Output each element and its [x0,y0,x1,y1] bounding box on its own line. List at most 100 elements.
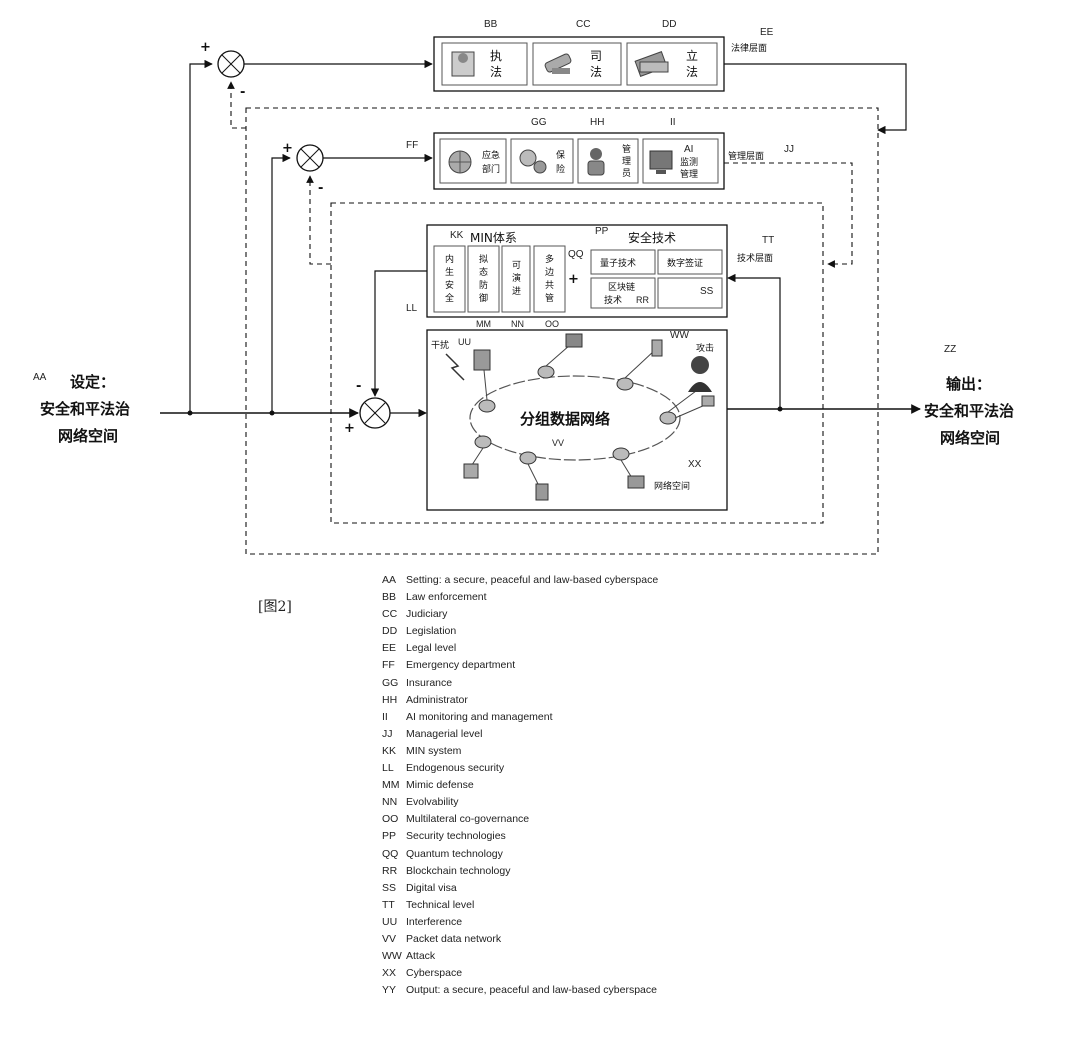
quantum-tech-label: 量子技术 [600,257,636,269]
output-line-1: 安全和平法治 [924,402,1014,420]
legend-code: CC [382,606,406,623]
code-vv: VV [552,438,564,448]
legend-item: YYOutput: a secure, peaceful and law-bas… [382,982,658,999]
management-output-line [724,163,852,264]
output-tap-line [728,278,780,409]
legend-item: JJManagerial level [382,726,658,743]
cyberspace-label: 网络空间 [654,480,690,492]
code-aa: AA [33,372,47,383]
min-item-1-char: 生 [445,266,454,278]
code-gg: GG [531,117,547,128]
min-item-2-char: 态 [479,266,488,278]
min-item-3-char: 进 [512,286,521,297]
legend-item: KKMIN system [382,743,658,760]
legend-text: Legal level [406,642,456,654]
interference-label: 干扰 [431,339,449,351]
security-tech-title: 安全技术 [628,230,676,245]
legend-text: MIN system [406,745,461,757]
code-rr: RR [636,295,649,305]
min-item-4-char: 管 [545,292,554,304]
law-enforcement-label-2: 法 [490,65,502,79]
legend-text: Insurance [406,677,452,689]
input-branch-legal [190,64,212,413]
legend-item: RRBlockchain technology [382,863,658,880]
technical-feedback-line [375,271,427,396]
legend-item: PPSecurity technologies [382,828,658,845]
legend-text: Endogenous security [406,762,504,774]
legend-text: Cyberspace [406,967,462,979]
legend-item: UUInterference [382,914,658,931]
min-item-3-char: 演 [512,272,521,284]
legend-text: Output: a secure, peaceful and law-based… [406,984,657,996]
output-line-2: 网络空间 [940,429,1000,447]
ai-label-3: 管理 [680,168,698,180]
minus-sign: - [318,181,323,196]
management-level-label: 管理层面 [728,150,764,162]
legend-code: PP [382,828,406,845]
insurance-label-2: 险 [556,163,565,175]
legend-text: Mimic defense [406,779,474,791]
administrator-label-3: 员 [622,168,631,179]
legend-text: Judiciary [406,608,447,620]
legend-text: Technical level [406,899,474,911]
police-icon [452,52,474,76]
legend-text: AI monitoring and management [406,711,553,723]
legend-item: MMMimic defense [382,777,658,794]
code-xx: XX [688,459,702,470]
min-item-4-char: 共 [545,280,554,291]
legend-text: Packet data network [406,933,501,945]
technical-level-label: 技术层面 [737,252,773,264]
legend-item: HHAdministrator [382,692,658,709]
legend-code: EE [382,640,406,657]
code-qq: QQ [568,249,584,260]
code-hh: HH [590,117,604,128]
attack-label: 攻击 [696,342,714,354]
server-icon [474,350,490,370]
legend-item: SSDigital visa [382,880,658,897]
min-item-4-char: 多 [545,253,554,265]
legend-text: Legislation [406,625,456,637]
legend-code: TT [382,897,406,914]
digital-visa-label: 数字签证 [667,257,703,269]
min-item-1-char: 全 [445,292,454,304]
legend-item: XXCyberspace [382,965,658,982]
law-enforcement-label-1: 执 [490,49,502,63]
input-line-1: 安全和平法治 [40,400,130,418]
administrator-label-1: 管 [622,143,631,155]
legend-code: SS [382,880,406,897]
min-item-1-char: 安 [445,279,454,291]
legend-text: Security technologies [406,830,506,842]
min-system-title: MIN体系 [470,231,517,245]
legend-code: BB [382,589,406,606]
ai-label-2: 监测 [680,156,698,168]
legend-code: OO [382,811,406,828]
legend-item: TTTechnical level [382,897,658,914]
legend-item: DDLegislation [382,623,658,640]
legend-item: EELegal level [382,640,658,657]
legal-output-line [724,64,906,130]
min-item-4-char: 边 [545,267,554,278]
globe-icon [449,151,471,173]
administrator-icon [588,148,604,175]
legend-item: NNEvolvability [382,794,658,811]
legend-code: NN [382,794,406,811]
plus-sign: + [200,40,211,55]
legend-code: UU [382,914,406,931]
legend-text: Blockchain technology [406,865,510,877]
legend-code: MM [382,777,406,794]
legend-text: Law enforcement [406,591,487,603]
legend-item: CCJudiciary [382,606,658,623]
code-uu: UU [458,337,471,347]
min-item-2-char: 御 [479,292,488,304]
judiciary-label-1: 司 [590,49,602,63]
min-footer-oo: OO [545,319,559,329]
code-ee: EE [760,27,774,38]
legend-text: Digital visa [406,882,457,894]
minus-sign: - [240,85,245,100]
legend-text: Interference [406,916,462,928]
code-pp: PP [595,226,609,237]
legend-code: LL [382,760,406,777]
code-ii: II [670,117,676,128]
emergency-department-label-2: 部门 [482,163,500,175]
legend-text: Emergency department [406,659,515,671]
